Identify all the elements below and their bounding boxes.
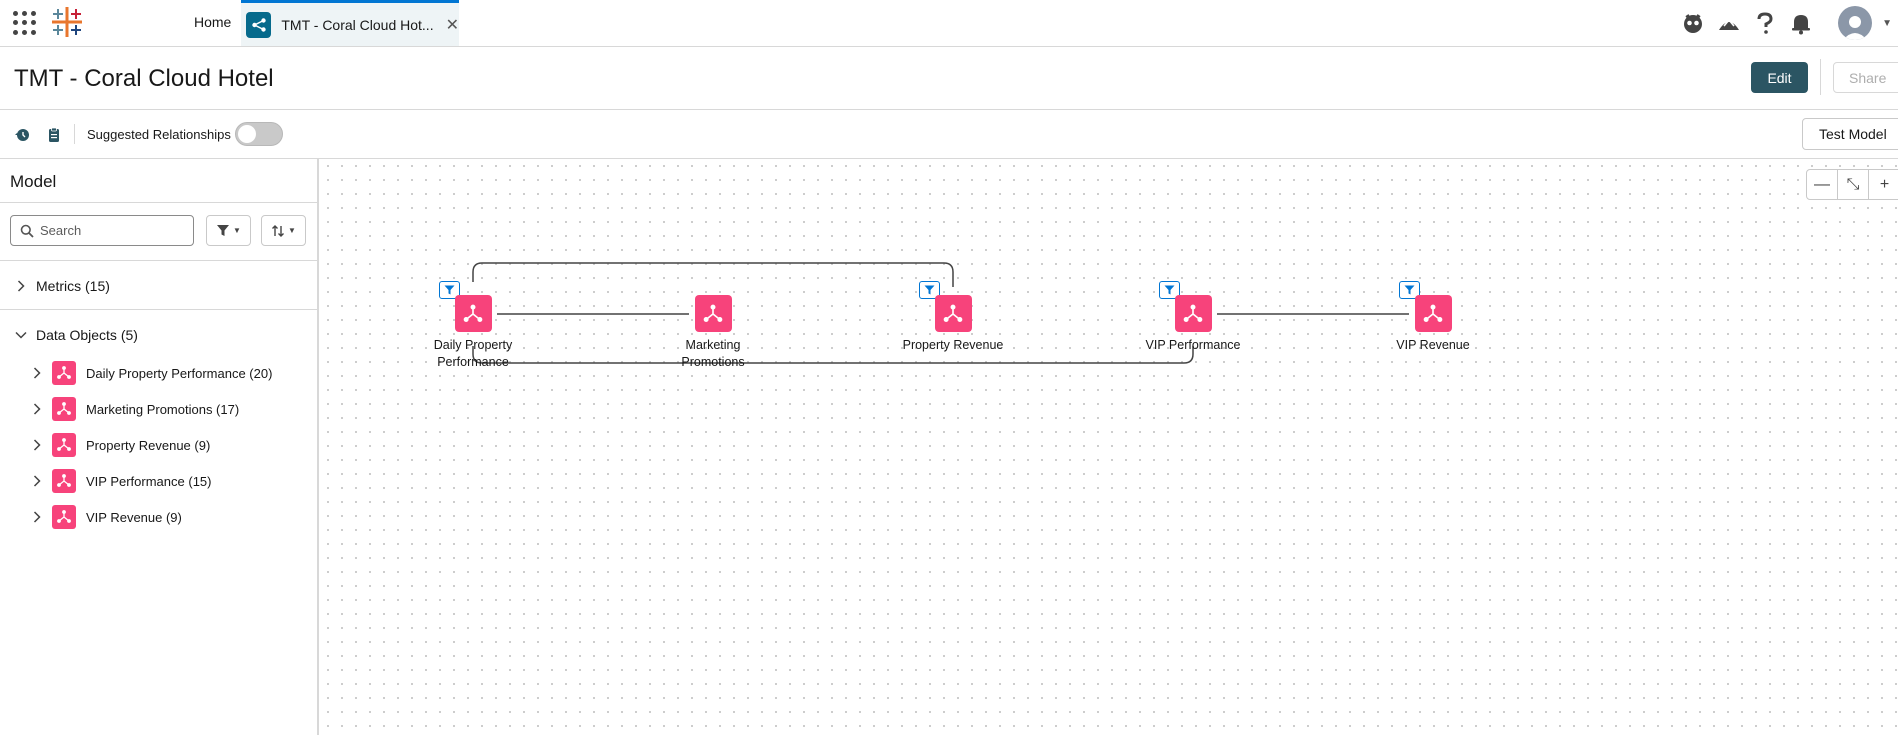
help-icon[interactable] [1752,10,1778,36]
node-label: VIP Performance [1145,338,1241,352]
search-field[interactable] [10,215,194,246]
metrics-section[interactable]: Metrics (15) [0,274,317,298]
chevron-down-icon[interactable]: ▼ [1882,17,1892,29]
avatar[interactable] [1838,6,1873,40]
node-property-revenue[interactable]: Property Revenue [893,295,1013,354]
suggested-relationships-label: Suggested Relationships [87,127,231,142]
utility-icons: ▼ [1680,6,1898,40]
trailhead-icon[interactable] [1716,10,1742,36]
data-object-icon [52,469,76,493]
chevron-right-icon [30,366,44,380]
data-object-icon [1414,295,1452,332]
divider [0,260,317,261]
data-object-icon [454,295,492,332]
page-header: TMT - Coral Cloud Hotel Edit Share [0,47,1898,110]
node-label: VIP Revenue [1396,338,1470,352]
edge-daily-to-property-revenue [472,262,954,287]
chevron-down-icon: ▼ [288,226,296,235]
metrics-label: Metrics (15) [36,278,110,294]
sidebar-item-label: Marketing Promotions (17) [86,401,240,417]
filter-icon[interactable] [439,281,460,299]
data-objects-section[interactable]: Data Objects (5) [0,323,317,347]
divider [0,309,317,310]
node-vip-revenue[interactable]: VIP Revenue [1373,295,1493,354]
chevron-down-icon [14,328,28,342]
model-sidebar: Model ▼ ▼ Metrics (15) Data Objects (5) … [0,159,319,735]
close-icon[interactable]: ✕ [445,16,459,34]
data-objects-label: Data Objects (5) [36,327,138,343]
sidebar-item-label: Property Revenue (9) [86,437,211,453]
divider [74,124,75,144]
zoom-out-button[interactable]: — [1807,170,1838,199]
tab-label: TMT - Coral Cloud Hot... [281,16,434,33]
zoom-controls: — ⤡ + [1806,169,1898,200]
tab-home[interactable]: Home [194,14,232,30]
sidebar-item-daily-property-performance[interactable]: Daily Property Performance (20) [0,359,317,387]
filter-icon[interactable] [919,281,940,299]
search-input[interactable] [40,223,180,238]
search-icon [20,224,34,238]
filter-icon[interactable] [1399,281,1420,299]
sidebar-item-vip-performance[interactable]: VIP Performance (15) [0,467,317,495]
page-title: TMT - Coral Cloud Hotel [14,65,274,92]
test-model-button[interactable]: Test Model [1802,118,1898,150]
divider [0,202,317,203]
edit-button[interactable]: Edit [1751,62,1808,93]
chevron-right-icon [30,510,44,524]
sidebar-item-label: Daily Property Performance (20) [86,365,273,381]
data-object-icon [52,397,76,421]
data-object-icon [52,361,76,385]
sidebar-item-label: VIP Revenue (9) [86,509,182,525]
einstein-icon[interactable] [1680,10,1706,36]
fit-to-screen-button[interactable]: ⤡ [1838,170,1869,199]
chevron-right-icon [14,279,28,293]
data-object-icon [694,295,732,332]
zoom-in-button[interactable]: + [1879,175,1890,193]
semantic-model-icon [246,11,272,38]
data-object-icon [52,433,76,457]
data-object-icon [934,295,972,332]
sidebar-item-property-revenue[interactable]: Property Revenue (9) [0,431,317,459]
chevron-right-icon [30,402,44,416]
sort-icon [272,224,285,237]
filter-icon[interactable] [1159,281,1180,299]
toggle-knob [238,125,256,143]
chevron-right-icon [30,438,44,452]
chevron-right-icon [30,474,44,488]
clipboard-icon[interactable] [46,127,62,143]
chevron-down-icon: ▼ [233,226,241,235]
filter-button[interactable]: ▼ [206,215,251,246]
tableau-logo[interactable] [50,5,84,39]
sort-button[interactable]: ▼ [261,215,306,246]
node-vip-performance[interactable]: VIP Performance [1133,295,1253,354]
edge-daily-to-vip-performance [472,346,1194,364]
notifications-icon[interactable] [1788,10,1814,36]
history-icon[interactable] [14,127,30,143]
model-toolbar: Suggested Relationships Test Model [0,110,1898,159]
global-header: Home TMT - Coral Cloud Hot... ✕ ▼ [0,0,1898,47]
node-label: Property Revenue [902,338,1004,352]
tab-semantic-model[interactable]: TMT - Coral Cloud Hot... ✕ [241,0,459,46]
app-launcher-icon[interactable] [13,11,37,35]
data-object-icon [1174,295,1212,332]
sidebar-item-marketing-promotions[interactable]: Marketing Promotions (17) [0,395,317,423]
sidebar-item-label: VIP Performance (15) [86,473,212,489]
divider [1820,59,1821,95]
sidebar-title: Model [10,172,57,191]
filter-icon [217,225,230,236]
share-button[interactable]: Share [1833,62,1898,93]
suggested-relationships-toggle[interactable] [235,122,283,146]
sidebar-item-vip-revenue[interactable]: VIP Revenue (9) [0,503,317,531]
data-object-icon [52,505,76,529]
relationship-edges [472,262,1409,364]
